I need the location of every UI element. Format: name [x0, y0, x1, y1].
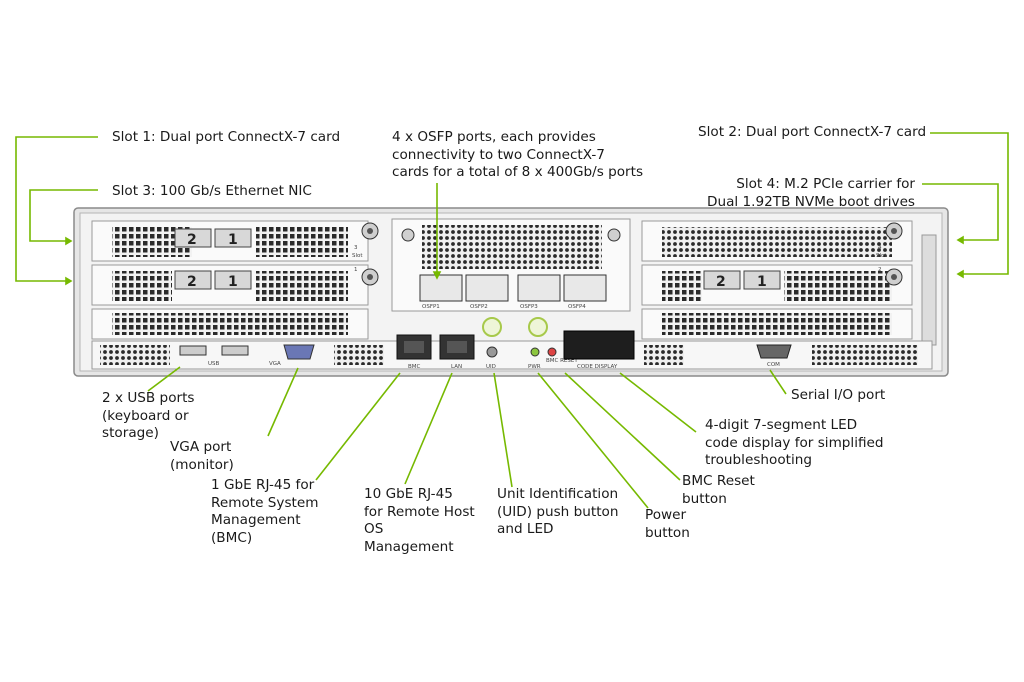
callout-osfp: 4 x OSFP ports, each provides connectivi…	[392, 129, 644, 180]
callout-power: Power button	[645, 507, 690, 541]
uid-button: UID	[482, 317, 502, 370]
callout-serial: Serial I/O port	[791, 387, 886, 403]
serial-com-port: COM	[756, 344, 792, 368]
svg-text:1: 1	[354, 267, 358, 273]
svg-text:2: 2	[187, 274, 197, 290]
svg-text:OSFP1: OSFP1	[422, 304, 440, 310]
svg-text:1: 1	[228, 232, 238, 248]
svg-text:OSFP2: OSFP2	[470, 304, 488, 310]
cx7-port-1	[214, 270, 252, 290]
callout-led-display: 4-digit 7-segment LED code display for s…	[705, 417, 884, 468]
cx7-port-2	[174, 228, 212, 248]
cx7-port-2	[174, 270, 212, 290]
callout-slot4: Slot 4: M.2 PCIe carrier for Dual 1.92TB…	[707, 176, 916, 210]
svg-text:Slot: Slot	[876, 253, 887, 259]
svg-text:1: 1	[757, 274, 767, 290]
callout-slot1: Slot 1: Dual port ConnectX-7 card	[112, 129, 341, 145]
osfp-port-2	[465, 274, 509, 302]
osfp-port-4	[563, 274, 607, 302]
svg-text:BMC: BMC	[408, 364, 421, 370]
svg-text:Slot: Slot	[352, 253, 363, 259]
cx7-port-1	[214, 228, 252, 248]
usb-ports: USB	[179, 345, 249, 367]
svg-text:BMC RESET: BMC RESET	[546, 358, 578, 364]
osfp-cage: OSFP1 OSFP2 OSFP3 OSFP4	[391, 218, 631, 312]
cx7-port-1	[743, 270, 781, 290]
svg-text:OSFP3: OSFP3	[520, 304, 538, 310]
callout-lan-port: 10 GbE RJ-45 for Remote Host OS Manageme…	[364, 486, 475, 555]
osfp-port-1	[419, 274, 463, 302]
slot-1-card: 2 1	[91, 264, 369, 306]
slot-2-card: 2 1	[641, 264, 913, 306]
svg-text:2: 2	[187, 232, 197, 248]
server-rear-panel: 2 1 2 1 3 Slot 1 OSFP1 OSFP2 OSFP3 OSFP4	[73, 207, 949, 377]
bmc-rj45-port: BMC	[396, 334, 432, 370]
cx7-port-2	[703, 270, 741, 290]
svg-text:3: 3	[354, 245, 358, 251]
svg-text:1: 1	[228, 274, 238, 290]
svg-text:2: 2	[878, 267, 882, 273]
callout-slot2: Slot 2: Dual port ConnectX-7 card	[698, 124, 927, 140]
slot-4-card	[641, 220, 913, 262]
callout-usb: 2 x USB ports (keyboard or storage)	[102, 390, 195, 441]
slot-3-card: 2 1	[91, 220, 369, 262]
svg-text:2: 2	[716, 274, 726, 290]
svg-text:LAN: LAN	[451, 364, 462, 370]
callout-uid: Unit Identification (UID) push button an…	[497, 486, 619, 537]
vga-port: VGA	[269, 344, 315, 367]
callout-vga: VGA port (monitor)	[170, 439, 234, 473]
svg-text:USB: USB	[208, 361, 220, 367]
callout-bmc-reset: BMC Reset button	[682, 473, 755, 507]
callout-bmc-port: 1 GbE RJ-45 for Remote System Management…	[211, 477, 319, 546]
svg-text:COM: COM	[767, 362, 780, 368]
svg-text:OSFP4: OSFP4	[568, 304, 586, 310]
bmc-reset-button: BMC RESET	[546, 347, 578, 364]
code-display: CODE DISPLAY	[563, 330, 635, 370]
svg-text:CODE DISPLAY: CODE DISPLAY	[577, 364, 618, 370]
lan-rj45-port: LAN	[439, 334, 475, 370]
power-button: PWR	[528, 317, 548, 370]
svg-text:UID: UID	[486, 364, 496, 370]
svg-text:4: 4	[878, 245, 882, 251]
svg-text:PWR: PWR	[528, 364, 541, 370]
osfp-port-3	[517, 274, 561, 302]
svg-text:VGA: VGA	[269, 361, 281, 367]
callout-slot3: Slot 3: 100 Gb/s Ethernet NIC	[112, 183, 312, 199]
